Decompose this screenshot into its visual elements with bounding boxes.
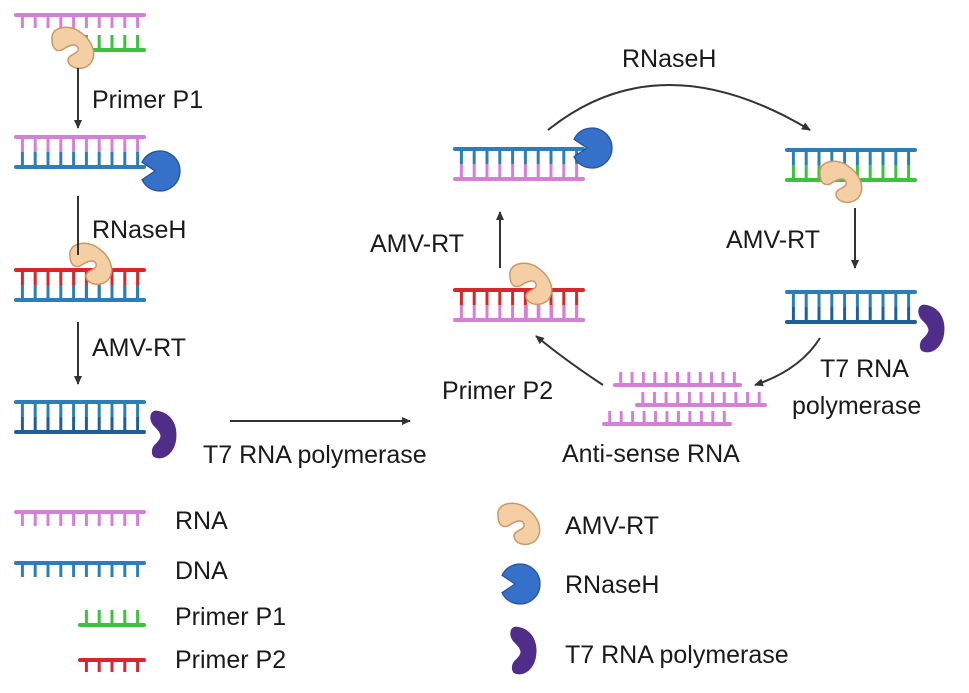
step4-dsdna-top xyxy=(14,400,146,417)
cycle-top-duplex-bottom xyxy=(453,164,585,181)
legend-primer-p1 xyxy=(78,610,146,627)
legend-label-primer-p2: Primer P2 xyxy=(175,646,286,674)
cycle-rnaseh xyxy=(573,127,613,169)
label-t7-bottom: T7 RNA polymerase xyxy=(203,441,427,469)
legend-label-primer-p1: Primer P1 xyxy=(175,603,286,631)
legend-rna xyxy=(14,510,146,526)
step1-rna xyxy=(14,13,146,28)
label-t7-cycle-2: polymerase xyxy=(792,392,921,420)
cycle-t7 xyxy=(918,304,945,353)
legend-amv-rt xyxy=(497,502,541,546)
cycle-right-duplex-top xyxy=(785,148,917,165)
cycle-left-duplex-top xyxy=(453,288,585,305)
step2-rnaseh xyxy=(141,150,181,192)
label-amv-rt-cycle-right: AMV-RT xyxy=(726,226,820,254)
antisense-rna-2 xyxy=(635,392,767,407)
label-primer-p1: Primer P1 xyxy=(92,86,203,114)
label-amv-rt-cycle-left: AMV-RT xyxy=(370,230,464,258)
antisense-rna-3 xyxy=(602,411,732,426)
cycle-right-amv-rt xyxy=(819,160,863,204)
legend-label-dna: DNA xyxy=(175,557,228,585)
cycle-top-duplex-top xyxy=(453,147,585,164)
step4-t7 xyxy=(150,410,177,459)
cycle-dsdna-bottom xyxy=(785,307,917,324)
step2-duplex-top xyxy=(14,135,146,152)
step4-dsdna-bottom xyxy=(14,417,146,434)
antisense-rna-1 xyxy=(613,372,742,387)
arrow-cycle-t7 xyxy=(754,337,821,387)
step1-amv-rt xyxy=(51,26,95,70)
label-amv-rt-left: AMV-RT xyxy=(92,334,186,362)
arrow-cycle-top xyxy=(547,84,811,131)
legend-primer-p2 xyxy=(78,658,146,672)
cycle-left-amv-rt xyxy=(509,262,553,306)
step3-amv-rt xyxy=(69,242,113,286)
arrow-cycle-primer xyxy=(535,335,604,386)
legend-label-amv-rt: AMV-RT xyxy=(565,512,659,540)
legend-label-t7: T7 RNA polymerase xyxy=(565,641,789,669)
legend-t7 xyxy=(510,626,537,675)
label-antisense-rna: Anti-sense RNA xyxy=(562,440,740,468)
cycle-dsdna-top xyxy=(785,290,917,307)
label-t7-cycle-1: T7 RNA xyxy=(820,355,909,383)
step2-duplex-bottom xyxy=(14,152,146,169)
step3-duplex-top xyxy=(14,268,146,285)
cycle-left-overhang xyxy=(518,305,585,322)
legend-dna xyxy=(14,561,146,577)
label-rnaseh-left: RNaseH xyxy=(92,216,186,244)
label-primer-p2: Primer P2 xyxy=(442,377,553,405)
legend-label-rna: RNA xyxy=(175,507,228,535)
label-rnaseh-cycle: RNaseH xyxy=(622,45,716,73)
step3-dna-overhang xyxy=(78,285,146,302)
legend-label-rnaseh: RNaseH xyxy=(565,571,659,599)
legend-rnaseh xyxy=(501,563,541,605)
enzymes-layer xyxy=(51,26,945,675)
